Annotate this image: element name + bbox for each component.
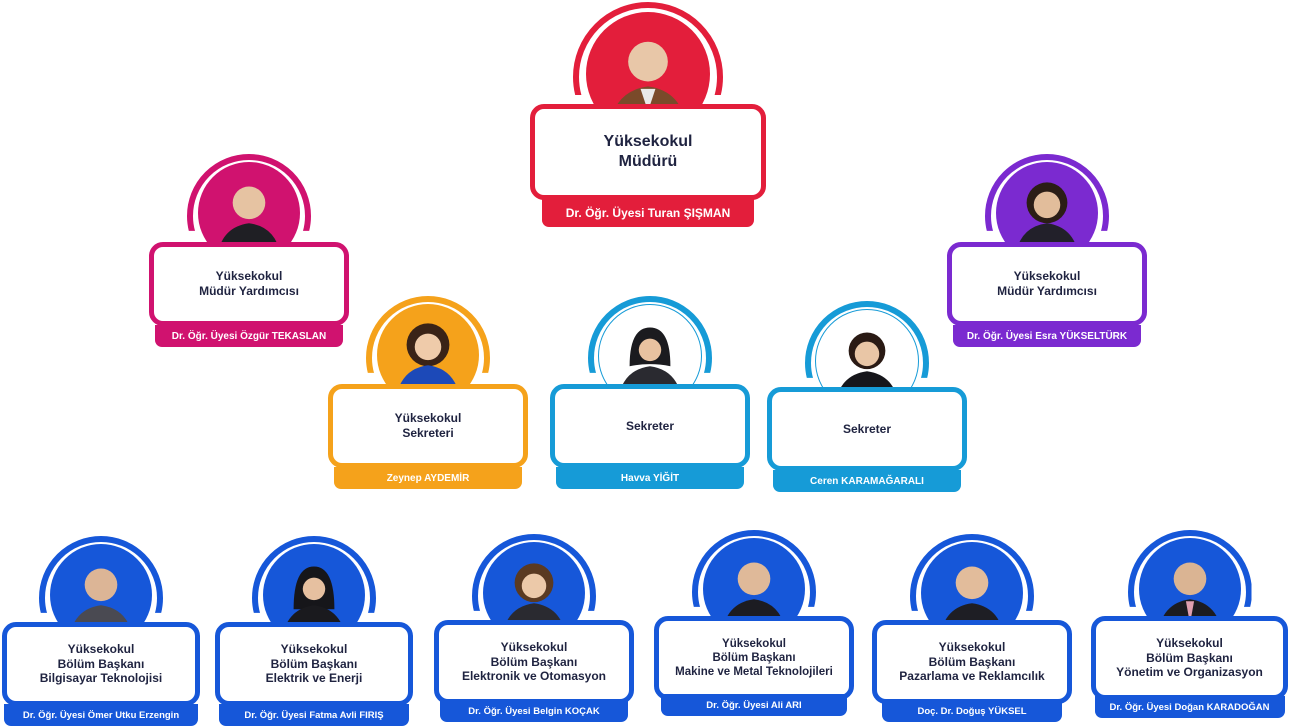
department-head-1-card: Yüksekokul Bölüm Başkanı Bilgisayar Tekn… xyxy=(2,622,200,706)
department-head-5-card: Yüksekokul Bölüm Başkanı Pazarlama ve Re… xyxy=(872,620,1072,704)
deputy-left-node: Yüksekokul Müdür Yardımcısı Dr. Öğr. Üye… xyxy=(149,150,349,350)
department-head-4-line3: Makine ve Metal Teknolojileri xyxy=(675,666,833,678)
department-head-3-line2: Bölüm Başkanı xyxy=(490,654,578,669)
department-head-1-name: Dr. Öğr. Üyesi Ömer Utku Erzengin xyxy=(4,704,198,726)
secretary-1-name: Havva YİĞİT xyxy=(556,467,744,489)
secretary-1-node: Sekreter Havva YİĞİT xyxy=(550,292,750,492)
school-secretary-title-line1: Yüksekokul xyxy=(394,411,462,426)
department-head-5-name: Doç. Dr. Doğuş YÜKSEL xyxy=(882,700,1062,722)
department-head-6-line3: Yönetim ve Organizasyon xyxy=(1116,665,1263,680)
department-head-5-line3: Pazarlama ve Reklamcılık xyxy=(899,669,1045,684)
department-head-5-node: Yüksekokul Bölüm Başkanı Pazarlama ve Re… xyxy=(872,530,1072,726)
deputy-right-title-line2: Müdür Yardımcısı xyxy=(997,284,1097,298)
secretary-2-card: Sekreter xyxy=(767,387,967,471)
director-node: Yüksekokul Müdürü Dr. Öğr. Üyesi Turan Ş… xyxy=(530,0,766,228)
school-secretary-card: Yüksekokul Sekreteri xyxy=(328,384,528,468)
deputy-right-title-line1: Yüksekokul xyxy=(1013,269,1081,284)
director-name: Dr. Öğr. Üyesi Turan ŞIŞMAN xyxy=(542,199,754,227)
deputy-right-name: Dr. Öğr. Üyesi Esra YÜKSELTÜRK xyxy=(953,325,1141,347)
department-head-1-line1: Yüksekokul xyxy=(67,642,135,657)
deputy-right-card: Yüksekokul Müdür Yardımcısı xyxy=(947,242,1147,326)
department-head-6-line2: Bölüm Başkanı xyxy=(1146,650,1233,665)
department-head-3-line1: Yüksekokul xyxy=(500,640,568,655)
department-head-2-line1: Yüksekokul xyxy=(280,642,348,657)
secretary-1-title: Sekreter xyxy=(625,418,675,433)
secretary-2-title: Sekreter xyxy=(842,421,892,436)
department-head-6-name: Dr. Öğr. Üyesi Doğan KARADOĞAN xyxy=(1094,696,1285,718)
director-title-line1: Yüksekokul xyxy=(603,133,693,151)
department-head-2-line2: Bölüm Başkanı xyxy=(270,656,358,671)
department-head-3-line3: Elektronik ve Otomasyon xyxy=(461,669,607,684)
school-secretary-title-line2: Sekreteri xyxy=(402,426,454,440)
deputy-left-title-line1: Yüksekokul xyxy=(215,269,283,284)
secretary-2-name: Ceren KARAMAĞARALI xyxy=(773,470,961,492)
department-head-4-node: Yüksekokul Bölüm Başkanı Makine ve Metal… xyxy=(654,526,854,722)
department-head-6-card: Yüksekokul Bölüm Başkanı Yönetim ve Orga… xyxy=(1091,616,1288,700)
school-secretary-name: Zeynep AYDEMİR xyxy=(334,467,522,489)
department-head-3-card: Yüksekokul Bölüm Başkanı Elektronik ve O… xyxy=(434,620,634,704)
director-title-line2: Müdürü xyxy=(618,153,678,170)
deputy-left-name: Dr. Öğr. Üyesi Özgür TEKASLAN xyxy=(155,325,343,347)
department-head-4-name: Dr. Öğr. Üyesi Ali ARI xyxy=(661,694,847,716)
department-head-1-node: Yüksekokul Bölüm Başkanı Bilgisayar Tekn… xyxy=(2,532,200,728)
department-head-6-node: Yüksekokul Bölüm Başkanı Yönetim ve Orga… xyxy=(1091,526,1288,722)
department-head-2-line3: Elektrik ve Enerji xyxy=(265,671,363,686)
department-head-2-name: Dr. Öğr. Üyesi Fatma Avli FIRIŞ xyxy=(219,704,409,726)
director-card: Yüksekokul Müdürü xyxy=(530,104,766,200)
department-head-1-line2: Bölüm Başkanı xyxy=(57,656,145,671)
secretary-2-node: Sekreter Ceren KARAMAĞARALI xyxy=(767,297,967,497)
department-head-4-card: Yüksekokul Bölüm Başkanı Makine ve Metal… xyxy=(654,616,854,700)
department-head-5-line1: Yüksekokul xyxy=(938,640,1006,655)
deputy-left-title-line2: Müdür Yardımcısı xyxy=(199,284,299,298)
department-head-6-line1: Yüksekokul xyxy=(1156,636,1223,651)
school-secretary-node: Yüksekokul Sekreteri Zeynep AYDEMİR xyxy=(328,292,528,492)
department-head-3-name: Dr. Öğr. Üyesi Belgin KOÇAK xyxy=(440,700,628,722)
department-head-2-node: Yüksekokul Bölüm Başkanı Elektrik ve Ene… xyxy=(215,532,413,728)
department-head-4-line2: Bölüm Başkanı xyxy=(712,651,796,664)
department-head-3-node: Yüksekokul Bölüm Başkanı Elektronik ve O… xyxy=(434,530,634,726)
department-head-1-line3: Bilgisayar Teknolojisi xyxy=(39,671,163,686)
department-head-4-line1: Yüksekokul xyxy=(722,637,786,650)
department-head-5-line2: Bölüm Başkanı xyxy=(928,654,1016,669)
department-head-2-card: Yüksekokul Bölüm Başkanı Elektrik ve Ene… xyxy=(215,622,413,706)
deputy-right-node: Yüksekokul Müdür Yardımcısı Dr. Öğr. Üye… xyxy=(947,150,1147,350)
deputy-left-card: Yüksekokul Müdür Yardımcısı xyxy=(149,242,349,326)
secretary-1-card: Sekreter xyxy=(550,384,750,468)
